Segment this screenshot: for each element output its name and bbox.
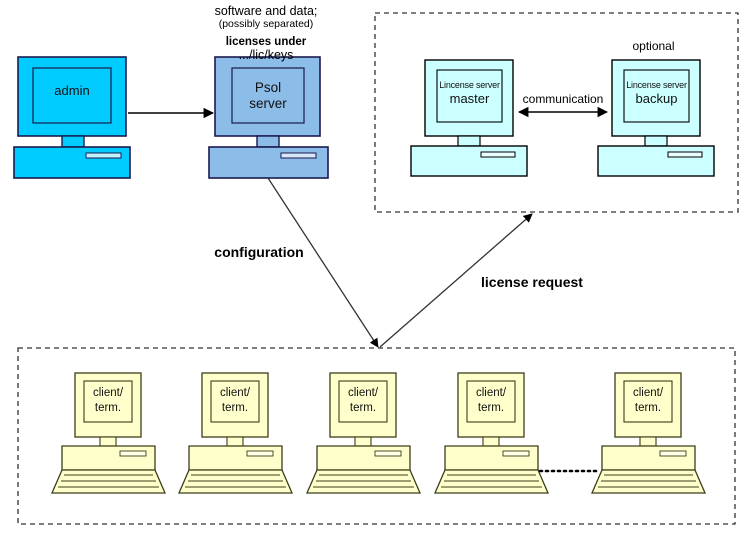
- annotation-lic-keys-path: .../lic/keys: [238, 48, 294, 62]
- node-license-backup[interactable]: [597, 59, 715, 177]
- node-client-5[interactable]: [591, 372, 706, 494]
- node-client-1[interactable]: [51, 372, 166, 494]
- annotation-optional: optional: [632, 39, 675, 53]
- connection-clients-to-license: [379, 213, 533, 348]
- annotation-software-and-data: software and data;: [214, 4, 318, 18]
- node-client-2-label-line2: term.: [221, 402, 249, 414]
- node-license-master-label-line1: Lincense server: [439, 80, 500, 90]
- node-admin-label: admin: [54, 83, 90, 98]
- annotation-licenses-under: licenses under: [225, 36, 307, 48]
- node-client-3-label-line1: client/: [347, 387, 379, 399]
- license-server-group-box: [374, 12, 739, 213]
- node-client-5-label-line1: client/: [632, 387, 664, 399]
- connection-psol-to-clients: [267, 177, 379, 348]
- node-client-5-label-line2: term.: [634, 402, 662, 414]
- annotation-possibly-separated: (possibly separated): [218, 18, 314, 30]
- annotation-configuration: configuration: [214, 244, 304, 260]
- node-client-1-label-line1: client/: [92, 387, 124, 399]
- node-client-2-label-line1: client/: [219, 387, 251, 399]
- node-client-4-label-line1: client/: [475, 387, 507, 399]
- node-client-4[interactable]: [434, 372, 549, 494]
- node-admin[interactable]: [13, 56, 131, 179]
- node-client-2[interactable]: [178, 372, 293, 494]
- node-client-1-label-line2: term.: [94, 402, 122, 414]
- node-client-3-label-line2: term.: [349, 402, 377, 414]
- annotation-communication: communication: [522, 92, 604, 106]
- node-psol-label-line2: server: [249, 96, 287, 111]
- node-client-3[interactable]: [306, 372, 421, 494]
- node-license-master-label-line2: master: [449, 91, 490, 106]
- node-license-master[interactable]: [410, 59, 528, 177]
- node-license-backup-label-line1: Lincense server: [626, 80, 687, 90]
- node-psol-server[interactable]: [208, 56, 329, 179]
- annotation-license-request: license request: [481, 274, 583, 290]
- node-license-backup-label-line2: backup: [635, 91, 678, 106]
- node-psol-label-line1: Psol: [254, 80, 282, 95]
- node-client-4-label-line2: term.: [477, 402, 505, 414]
- client-terminal-group-box: [17, 347, 736, 525]
